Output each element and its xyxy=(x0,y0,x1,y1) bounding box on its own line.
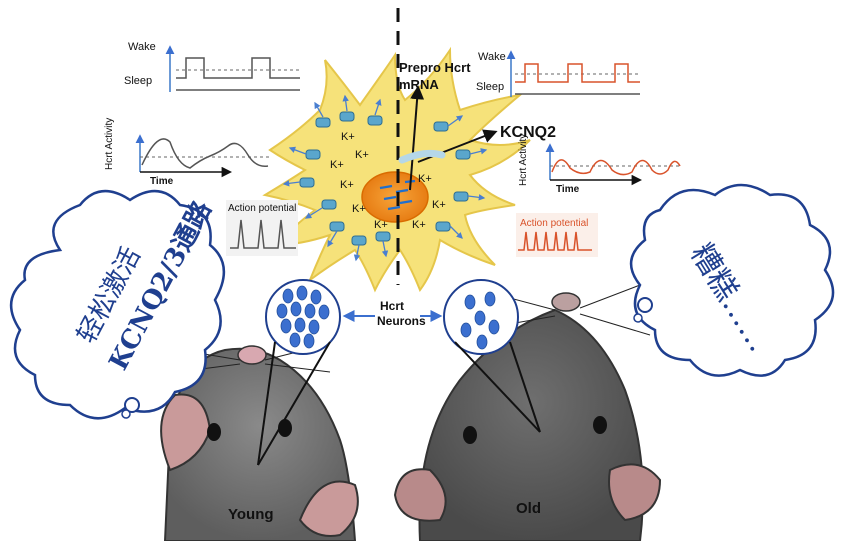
young-mouse-label: Young xyxy=(228,506,274,523)
old-time-label: Time xyxy=(556,184,580,195)
old-ap-label: Action potential xyxy=(520,218,588,229)
svg-text:K+: K+ xyxy=(352,203,366,215)
young-hcrt-neurons-circle xyxy=(265,279,341,355)
kcnq2-channel-highlight xyxy=(398,149,446,164)
k-efflux-arrows xyxy=(282,94,488,262)
old-mouse-label: Old xyxy=(516,500,541,517)
young-activity-label: Hcrt Activity xyxy=(104,118,115,170)
young-time-label: Time xyxy=(150,176,174,187)
old-projection-lines xyxy=(454,341,541,433)
young-sleep-label: Sleep xyxy=(124,75,152,87)
old-hcrt-neurons-circle xyxy=(443,279,519,355)
kcnq2-arrow xyxy=(417,129,498,163)
kcnq-channels xyxy=(299,111,471,246)
old-thought-cloud: 糟糕…… xyxy=(630,183,835,377)
prepro-hcrt-label-line1: Prepro Hcrt xyxy=(399,60,471,75)
young-action-potential-plot: Action potential xyxy=(226,200,298,256)
young-sleep-wake-plot: Wake Sleep xyxy=(124,41,300,92)
young-wake-label: Wake xyxy=(128,41,156,53)
kcnq2-label: KCNQ2 xyxy=(500,124,556,141)
old-sleep-wake-plot: Wake Sleep xyxy=(476,50,640,97)
svg-text:K+: K+ xyxy=(432,199,446,211)
young-ap-label: Action potential xyxy=(228,203,296,214)
young-hcrt-activity-plot: Hcrt Activity Time xyxy=(104,118,270,187)
old-hcrt-activity-plot: Hcrt Activity Time xyxy=(518,134,681,195)
old-sleep-label: Sleep xyxy=(476,81,504,93)
svg-text:K+: K+ xyxy=(341,131,355,143)
old-mouse xyxy=(393,284,662,541)
hcrt-neurons-label-line2: Neurons xyxy=(377,314,426,328)
k-ion-labels: K+ K+ K+ K+ K+ K+ K+ K+ K+ xyxy=(330,131,446,231)
prepro-hcrt-arrow xyxy=(409,85,425,191)
svg-text:K+: K+ xyxy=(418,173,432,185)
mrna-strands xyxy=(379,179,416,211)
old-activity-label: Hcrt Activity xyxy=(518,134,529,186)
old-action-potential-plot: Action potential xyxy=(516,213,598,257)
svg-text:K+: K+ xyxy=(374,219,388,231)
prepro-hcrt-label-line2: mRNA xyxy=(399,77,439,92)
old-wake-label: Wake xyxy=(478,51,506,63)
hcrt-neurons-label-line1: Hcrt xyxy=(380,299,404,313)
svg-text:K+: K+ xyxy=(412,219,426,231)
svg-text:K+: K+ xyxy=(340,179,354,191)
svg-text:K+: K+ xyxy=(355,149,369,161)
young-thought-cloud: 轻松激活 KCNQ2/3通路 xyxy=(10,190,226,420)
young-projection-lines xyxy=(257,341,331,466)
svg-text:K+: K+ xyxy=(330,159,344,171)
